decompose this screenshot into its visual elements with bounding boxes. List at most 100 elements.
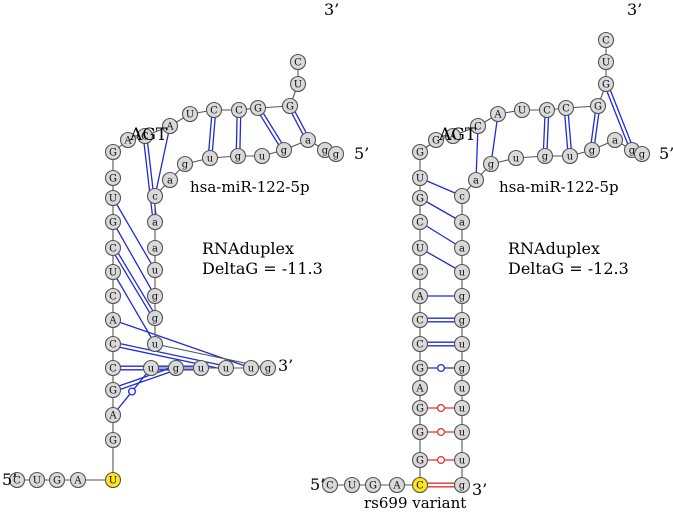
target-nucleotide: G [249, 99, 267, 117]
nucleotide-letter: g [281, 146, 288, 157]
nucleotide-circle [411, 423, 429, 441]
nucleotide-letter: g [459, 364, 466, 375]
target-nucleotide: C [136, 127, 154, 145]
mirna-nucleotide: u [192, 359, 210, 377]
nucleotide-circle [146, 309, 164, 327]
nucleotide-letter: C [416, 218, 424, 229]
nucleotide-circle [411, 311, 429, 329]
target-nucleotide: U [411, 169, 429, 187]
nucleotide-letter: a [473, 176, 479, 187]
nucleotide-letter: a [167, 176, 173, 187]
nucleotide-letter: C [416, 340, 424, 351]
wobble-pair-marker [127, 387, 137, 396]
nucleotide-letter: U [33, 476, 41, 487]
nucleotide-letter: A [123, 136, 132, 147]
nucleotide-letter: U [294, 80, 302, 91]
base-pair-line [419, 197, 463, 223]
nucleotide-letter: G [109, 174, 117, 185]
target-nucleotide: A [411, 379, 429, 397]
mirna-nucleotide: c [453, 187, 471, 205]
base-pair-line [154, 125, 171, 197]
nucleotide-letter: C [416, 268, 424, 279]
base-pair-double-line [211, 110, 217, 159]
nucleotide-circle [453, 213, 471, 231]
target-nucleotide: U [28, 471, 46, 489]
nucleotide-circle [249, 99, 267, 117]
nucleotide-circle [606, 131, 624, 149]
nucleotide-circle [557, 99, 575, 117]
nucleotide-circle [482, 155, 500, 173]
nucleotide-letter: g [639, 150, 646, 161]
base-pair-double-line [255, 108, 284, 152]
nucleotide-circle [69, 471, 87, 489]
target-nucleotide: U [104, 189, 122, 207]
nucleotide-letter: C [235, 106, 243, 117]
nucleotide-letter: G [286, 102, 294, 113]
nucleotide-circle [444, 127, 462, 145]
nucleotide-circle [364, 476, 382, 494]
nucleotide-circle [453, 263, 471, 281]
nucleotide-circle [104, 143, 122, 161]
target-nucleotide: C [321, 476, 339, 494]
nucleotide-letter: g [265, 364, 272, 375]
target-nucleotide: C [205, 101, 223, 119]
mirna-nucleotide: a [606, 131, 624, 149]
nucleotide-circle [8, 471, 26, 489]
base-pair-double-line [603, 84, 631, 151]
nucleotide-letter: G [416, 364, 424, 375]
nucleotide-circle [176, 155, 194, 173]
nucleotide-letter: G [109, 218, 117, 229]
target-nucleotide: C [411, 263, 429, 281]
nucleotide-circle [289, 53, 307, 71]
base-pair-double-line [113, 369, 177, 393]
wobble-pair-marker [436, 403, 446, 413]
nucleotide-letter: C [562, 104, 570, 115]
variant-label: rs699 variant [364, 494, 466, 512]
mirna-5prime-label: 5’ [659, 144, 673, 163]
nucleotide-letter: G [416, 404, 424, 415]
nucleotide-circle [299, 131, 317, 149]
target-nucleotide: C [538, 101, 556, 119]
mirna-nucleotide: g [229, 147, 247, 165]
nucleotide-circle [453, 451, 471, 469]
nucleotide-letter: U [416, 174, 424, 185]
nucleotide-letter: u [148, 364, 155, 375]
mirna-nucleotide: u [453, 379, 471, 397]
nucleotide-circle [104, 213, 122, 231]
nucleotide-letter: u [259, 152, 266, 163]
nucleotide-circle [146, 335, 164, 353]
nucleotide-circle [388, 476, 406, 494]
nucleotide-letter: A [448, 132, 457, 143]
nucleotide-circle [104, 381, 122, 399]
nucleotide-letter: G [369, 481, 377, 492]
nucleotide-letter: A [108, 316, 117, 327]
nucleotide-circle [161, 117, 179, 135]
base-pair-double-line [258, 106, 287, 150]
nucleotide-letter: C [474, 122, 482, 133]
nucleotide-circle [597, 31, 615, 49]
base-pair-line [112, 221, 156, 297]
mirna-nucleotide: a [146, 239, 164, 257]
nucleotide-letter: G [416, 428, 424, 439]
mirna-nucleotide: u [146, 335, 164, 353]
target-5prime-label: 5’ [310, 475, 325, 494]
nucleotide-letter: U [109, 476, 117, 487]
nucleotide-circle [136, 127, 154, 145]
nucleotide-letter: U [416, 244, 424, 255]
nucleotide-circle [411, 379, 429, 397]
nucleotide-circle [275, 141, 293, 159]
nucleotide-circle [536, 147, 554, 165]
nucleotide-letter: G [432, 136, 440, 147]
nucleotide-letter: u [248, 364, 255, 375]
target-nucleotide: A [161, 117, 179, 135]
nucleotide-circle [467, 171, 485, 189]
base-pair-line [419, 221, 463, 249]
nucleotide-letter: C [294, 58, 302, 69]
target-nucleotide: G [597, 75, 615, 93]
nucleotide-circle [104, 335, 122, 353]
nucleotide-circle [161, 171, 179, 189]
target-nucleotide: U [513, 101, 531, 119]
target-nucleotide: A [489, 105, 507, 123]
nucleotide-letter: C [109, 364, 117, 375]
